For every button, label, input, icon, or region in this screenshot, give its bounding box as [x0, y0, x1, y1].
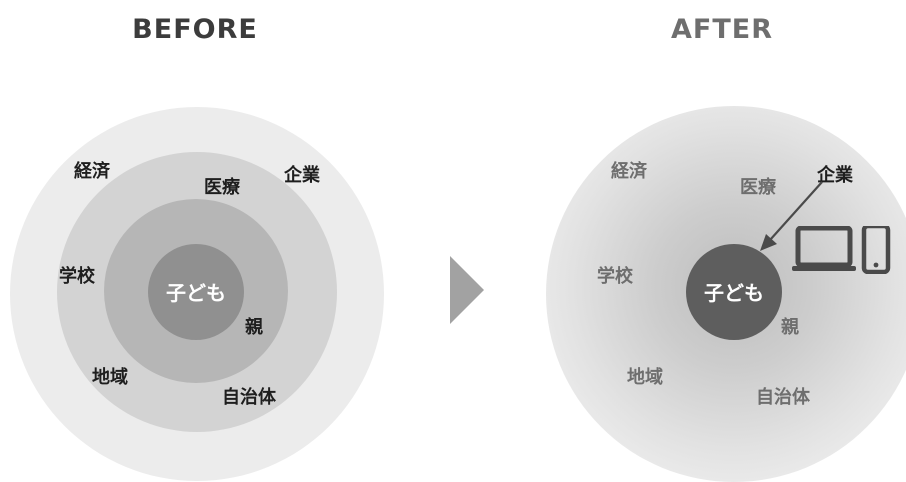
before-label-school: 学校	[59, 266, 95, 287]
devices-icon	[792, 226, 891, 274]
after-label-medical: 医療	[740, 177, 776, 198]
after-label-company: 企業	[817, 165, 853, 186]
after-label-municipality: 自治体	[756, 387, 810, 408]
before-title: BEFORE	[132, 14, 258, 45]
after-label-community: 地域	[627, 367, 663, 388]
before-label-company: 企業	[284, 165, 320, 186]
before-center-circle: 子ども	[148, 244, 244, 340]
company-to-child-arrow-icon	[760, 181, 823, 251]
after-label-school: 学校	[597, 266, 633, 287]
after-center-label: 子ども	[704, 281, 764, 305]
before-label-community: 地域	[92, 367, 128, 388]
after-label-economy: 経済	[611, 161, 647, 182]
before-label-medical: 医療	[204, 177, 240, 198]
smartphone-icon	[861, 226, 891, 274]
after-center-circle: 子ども	[686, 244, 782, 340]
laptop-icon	[792, 226, 856, 271]
before-center-label: 子ども	[166, 281, 226, 305]
before-label-economy: 経済	[74, 161, 110, 182]
before-label-parent: 親	[245, 317, 263, 338]
transition-arrow-icon	[450, 256, 484, 324]
after-title: AFTER	[671, 14, 773, 45]
after-label-parent: 親	[781, 317, 799, 338]
before-label-municipality: 自治体	[222, 387, 276, 408]
